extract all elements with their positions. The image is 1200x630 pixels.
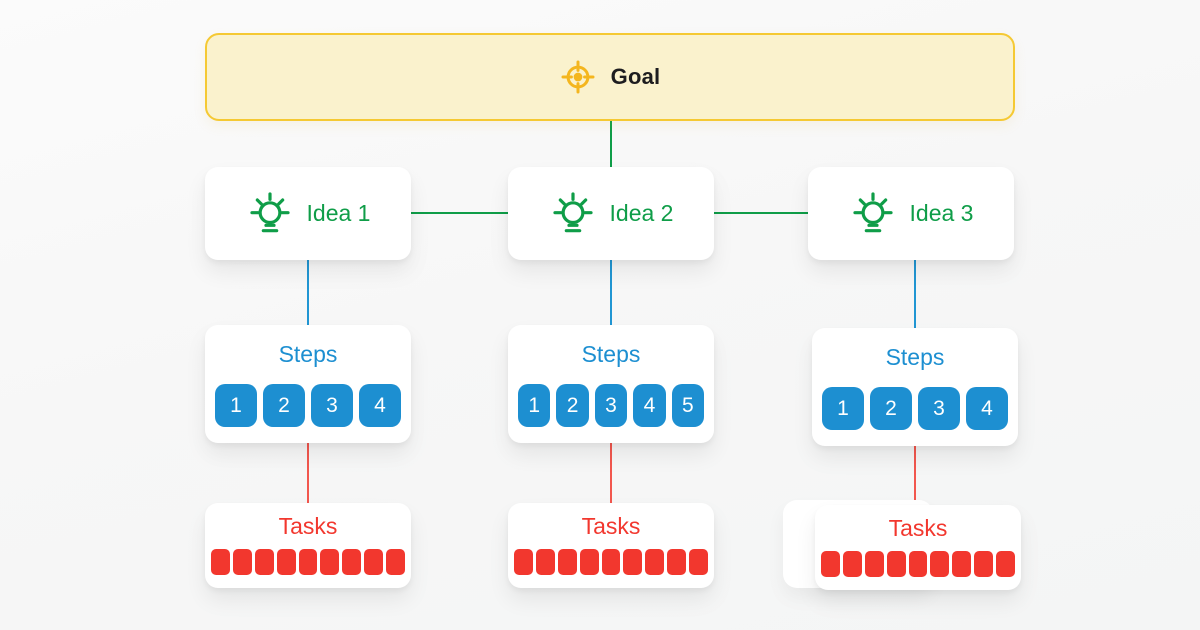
lightbulb-icon [849,190,897,238]
lightbulb-icon [246,190,294,238]
task-square [952,551,972,577]
task-square [254,549,274,575]
goal-node: Goal [205,33,1015,121]
tasks-3-node: Tasks [815,505,1021,590]
task-square [342,549,362,575]
task-square [821,551,840,577]
task-square [601,549,621,575]
task-square [689,549,709,575]
task-square [364,549,384,575]
idea-2-node: Idea 2 [508,167,714,260]
tasks-title: Tasks [278,513,338,539]
connector-idea1-to-idea2 [411,212,508,214]
task-square [930,551,950,577]
task-square [211,549,230,575]
connector-steps1-to-tasks1 [307,443,309,503]
step-number-square: 3 [594,384,628,427]
task-square [232,549,252,575]
task-square [623,549,643,575]
idea-label: Idea 1 [306,200,371,226]
connector-idea3-to-steps3 [914,260,916,328]
connector-goal-to-idea2 [610,121,612,167]
step-number-square: 3 [918,387,960,430]
step-number-square: 5 [671,384,705,427]
tasks-title: Tasks [581,513,641,539]
connector-idea2-to-steps2 [610,260,612,325]
idea-1-node: Idea 1 [205,167,411,260]
target-icon [560,59,596,95]
step-number-square: 2 [870,387,912,430]
tasks-squares [211,549,406,575]
goal-label: Goal [610,64,661,89]
task-square [996,551,1016,577]
step-number-square: 1 [215,384,257,427]
steps-title: Steps [885,344,945,370]
task-square [320,549,340,575]
tasks-title: Tasks [888,515,948,541]
task-square [557,549,577,575]
step-number-square: 1 [518,384,551,427]
task-square [514,549,533,575]
steps-title: Steps [278,341,338,367]
step-number-square: 4 [633,384,666,427]
step-number-square: 2 [556,384,589,427]
step-number-square: 4 [966,387,1008,430]
task-square [842,551,862,577]
lightbulb-icon [549,190,597,238]
connector-idea1-to-steps1 [307,260,309,325]
task-square [908,551,928,577]
task-square [864,551,884,577]
step-number-square: 4 [359,384,401,427]
step-number-square: 2 [263,384,305,427]
task-square [276,549,296,575]
task-square [645,549,665,575]
tasks-1-node: Tasks [205,503,411,588]
step-number-square: 3 [311,384,353,427]
task-square [298,549,318,575]
steps-title: Steps [581,341,641,367]
task-square [886,551,906,577]
step-number-square: 1 [822,387,864,430]
task-square [535,549,555,575]
connector-steps3-to-tasks3 [914,446,916,505]
tasks-2-node: Tasks [508,503,714,588]
connector-idea2-to-idea3 [714,212,808,214]
task-square [386,549,406,575]
tasks-squares [514,549,709,575]
idea-label: Idea 2 [609,200,674,226]
task-square [667,549,687,575]
task-square [974,551,994,577]
idea-3-node: Idea 3 [808,167,1014,260]
connector-steps2-to-tasks2 [610,443,612,503]
idea-label: Idea 3 [909,200,974,226]
tasks-squares [821,551,1016,577]
task-square [579,549,599,575]
